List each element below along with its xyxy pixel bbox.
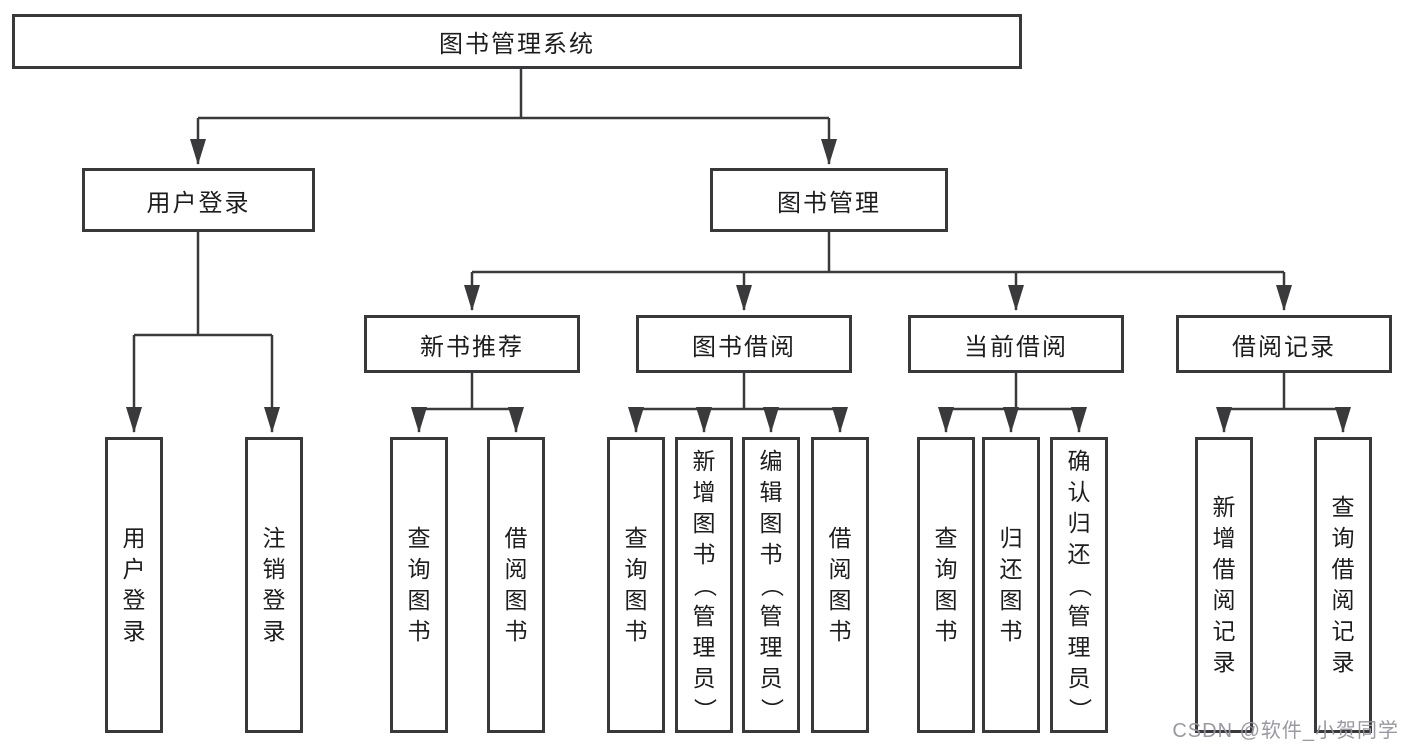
leaf-borrow-books-recommend: 借阅图书 (487, 437, 545, 733)
leaf-add-borrow-record: 新增借阅记录 (1195, 437, 1253, 733)
leaf-logout-login: 注销登录 (245, 437, 303, 733)
leaf-query-borrow-record: 查询借阅记录 (1314, 437, 1372, 733)
leaf-query-books-recommend: 查询图书 (390, 437, 448, 733)
node-new-book-recommendation: 新书推荐 (364, 315, 580, 373)
leaf-query-books-borrowing: 查询图书 (607, 437, 665, 733)
node-user-login: 用户登录 (82, 168, 315, 232)
node-current-borrowing: 当前借阅 (908, 315, 1124, 373)
leaf-user-login: 用户登录 (105, 437, 163, 733)
node-borrowing-records: 借阅记录 (1176, 315, 1392, 373)
leaf-confirm-return-admin: 确认归还（管理员） (1050, 437, 1108, 733)
leaf-add-books-admin: 新增图书（管理员） (675, 437, 733, 733)
leaf-edit-books-admin: 编辑图书（管理员） (742, 437, 800, 733)
node-root-system: 图书管理系统 (12, 14, 1022, 69)
leaf-return-books: 归还图书 (982, 437, 1040, 733)
leaf-query-books-current: 查询图书 (917, 437, 975, 733)
csdn-watermark: CSDN @软件_小贺同学 (1172, 720, 1399, 742)
node-book-management: 图书管理 (710, 168, 948, 232)
leaf-borrow-books-borrowing: 借阅图书 (811, 437, 869, 733)
node-book-borrowing: 图书借阅 (636, 315, 852, 373)
